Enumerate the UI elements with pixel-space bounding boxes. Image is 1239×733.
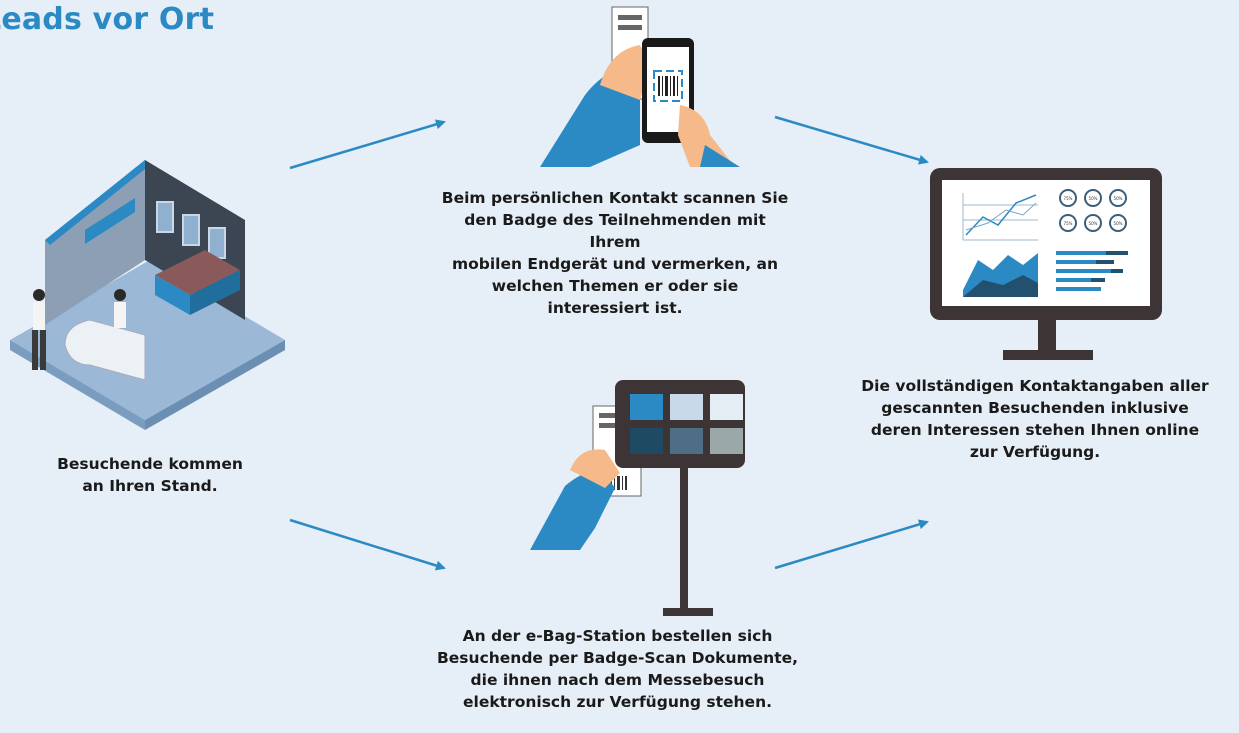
monitor-illustration: 75% 50% 50% 75% 50% 50%: [930, 168, 1162, 360]
arrow-stand-to-ebag: [289, 518, 446, 571]
arrow-ebag-to-online: [774, 519, 929, 570]
caption-line: elektronisch zur Verfügung stehen.: [463, 693, 772, 711]
caption-line: gescannten Besuchenden inklusive: [881, 399, 1189, 417]
booth-illustration: [10, 160, 285, 430]
gauge-label: 75%: [1064, 221, 1073, 226]
page-title: Leads vor Ort: [0, 2, 215, 37]
caption-line: mobilen Endgerät und vermerken, an: [451, 255, 779, 273]
gauge-label: 75%: [1064, 196, 1073, 201]
caption-line: an Ihren Stand.: [82, 477, 218, 495]
caption-line: Besuchende kommen: [57, 455, 243, 473]
gauge-label: 50%: [1114, 196, 1123, 201]
caption-line: welchen Themen er oder sie: [491, 277, 739, 295]
caption-line: Beim persönlichen Kontakt scannen Sie: [441, 189, 789, 207]
stand-caption: Besuchende kommen an Ihren Stand.: [40, 453, 260, 497]
phone-scan-illustration: [540, 6, 740, 167]
gauge-label: 50%: [1089, 196, 1098, 201]
caption-line: deren Interessen stehen Ihnen online: [870, 421, 1200, 439]
arrow-scan-to-online: [774, 115, 929, 165]
caption-line: Besuchende per Badge-Scan Dokumente,: [436, 649, 799, 667]
caption-line: zur Verfügung.: [969, 443, 1101, 461]
gauge-label: 50%: [1114, 221, 1123, 226]
ebag-station-illustration: [530, 380, 745, 616]
caption-line: den Badge des Teilnehmenden mit Ihrem: [464, 211, 766, 251]
gauge-label: 50%: [1089, 221, 1098, 226]
caption-line: Die vollständigen Kontaktangaben aller: [861, 377, 1209, 395]
caption-line: An der e-Bag-Station bestellen sich: [462, 627, 773, 645]
online-caption: Die vollständigen Kontaktangaben aller g…: [835, 375, 1235, 463]
caption-line: die ihnen nach dem Messebesuch: [470, 671, 765, 689]
arrow-stand-to-scan: [289, 119, 446, 170]
ebag-caption: An der e-Bag-Station bestellen sich Besu…: [430, 625, 805, 713]
caption-line: interessiert ist.: [547, 299, 683, 317]
scan-caption: Beim persönlichen Kontakt scannen Sie de…: [440, 187, 790, 319]
